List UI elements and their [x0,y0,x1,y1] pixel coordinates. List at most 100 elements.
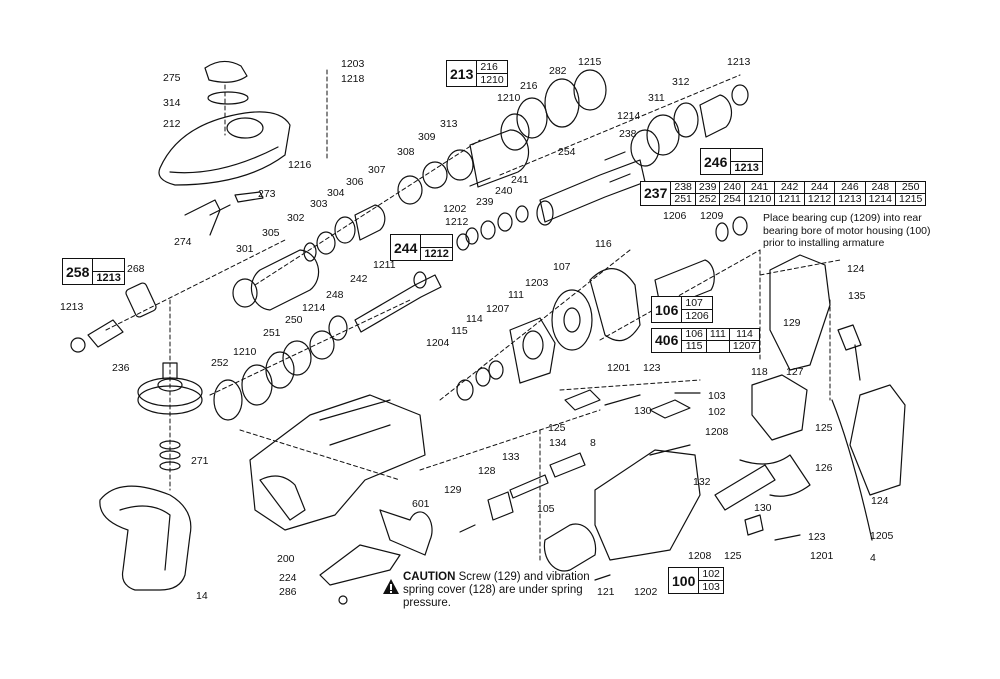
part-label: 1209 [700,210,724,222]
part-label: 1204 [426,337,450,349]
part-label: 130 [754,502,772,514]
kit-part-cell: 1210 [743,193,776,206]
part-label: 251 [263,327,281,339]
part-label: 1202 [634,586,658,598]
part-label: 306 [346,176,364,188]
kit-part-cell: 254 [719,193,745,206]
part-label: 305 [262,227,280,239]
part-label: 102 [708,406,726,418]
part-label: 311 [648,92,665,104]
part-label: 129 [783,317,801,329]
caution-note: CAUTION Screw (129) and vibration spring… [403,571,613,610]
part-label: 1207 [486,303,510,315]
part-label: 268 [127,263,145,275]
kit-part-cell: 241 [743,181,776,194]
part-label: 130 [634,405,652,417]
kit-sub-part: 1212 [421,247,452,260]
part-label: 125 [548,422,566,434]
kit-sub-part: 107 [685,297,703,309]
part-label: 1210 [497,92,521,104]
kit-sub-part: 102 [702,568,720,580]
part-label: 302 [287,212,305,224]
part-label: 116 [595,238,612,250]
part-label: 105 [537,503,555,515]
kit-part-cell: 250 [894,181,927,194]
kit-part-cell: 248 [864,181,896,194]
part-label: 286 [279,586,297,598]
kit-part-cell [705,340,730,353]
part-label: 1208 [705,426,729,438]
part-label: 1214 [302,302,326,314]
kit-part-cell: 1213 [834,193,866,206]
kit-number: 100 [669,568,700,593]
part-label: 304 [327,187,345,199]
kit-sub-part: 103 [699,580,723,593]
part-label: 271 [191,455,209,467]
part-label: 8 [590,437,596,449]
part-label: 124 [847,263,865,275]
part-label: 135 [848,290,866,302]
part-label: 115 [451,325,468,337]
part-label: 134 [549,437,567,449]
part-label: 129 [444,484,462,496]
kit-box: 258 1213 [62,258,125,285]
part-label: 1201 [810,550,834,562]
part-label: 236 [112,362,130,374]
part-label: 314 [163,97,181,109]
part-label: 248 [326,289,344,301]
part-label: 303 [310,198,328,210]
kit-number: 213 [447,61,478,86]
kit-237-number: 237 [639,181,672,206]
part-label: 1218 [341,73,365,85]
kit-sub-part: 216 [480,61,498,73]
part-label: 250 [285,314,303,326]
part-label: 1213 [727,56,751,68]
part-label: 275 [163,72,181,84]
part-label: 133 [502,451,520,463]
kit-sub-part: 1213 [731,161,762,174]
part-label: 601 [412,498,430,510]
kit-part-cell: 114 [728,328,761,341]
kit-sub-part: 1206 [682,309,712,322]
kit-part-cell: 244 [803,181,836,194]
kit-part-cell: 115 [681,340,707,353]
part-label: 282 [549,65,567,77]
kit-sub-part [731,149,761,161]
part-label: 1213 [60,301,84,313]
part-label: 224 [279,572,297,584]
part-label: 252 [211,357,229,369]
part-label: 132 [693,476,711,488]
part-label: 238 [619,128,637,140]
part-label: 274 [174,236,192,248]
kit-part-cell: 1207 [728,340,761,353]
bearing-cup-note: Place bearing cup (1209) into rear beari… [763,212,931,249]
part-label: 216 [520,80,538,92]
part-label: 123 [643,362,661,374]
part-label: 301 [236,243,254,255]
part-label: 107 [553,261,571,273]
part-label: 212 [163,118,181,130]
part-label: 111 [508,289,524,301]
kit-number: 258 [63,259,94,284]
part-label: 4 [870,552,876,564]
part-label: 1203 [525,277,549,289]
kit-part-cell: 1212 [803,193,836,206]
kit-sub-part [421,235,451,247]
kit-part-cell: 1211 [774,193,805,206]
part-label: 309 [418,131,436,143]
kit-part-cell: 240 [719,181,745,194]
part-label: 14 [196,590,208,602]
kit-part-cell: 1215 [894,193,927,206]
part-label: 307 [368,164,386,176]
part-label: 123 [808,531,826,543]
part-label: 1210 [233,346,257,358]
part-label: 118 [751,366,768,378]
kit-sub-part: 1210 [477,73,507,86]
part-label: 1202 [443,203,467,215]
kit-sub-part: 1213 [93,271,124,284]
kit-number: 244 [391,235,422,260]
part-label: 1211 [373,259,396,271]
